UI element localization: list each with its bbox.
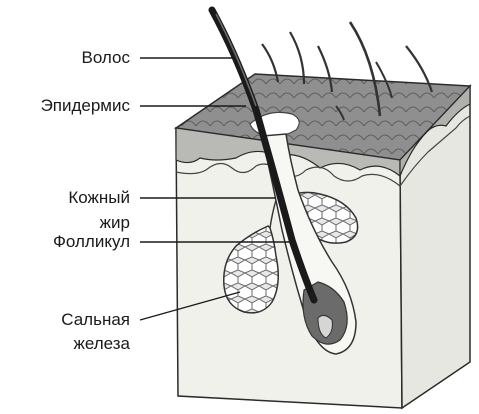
label-hair: Волос bbox=[40, 48, 130, 68]
label-follicle: Фолликул bbox=[20, 232, 130, 252]
label-skin-fat-line2: жир bbox=[20, 213, 130, 233]
label-gland-line1: Сальная bbox=[20, 310, 130, 330]
label-skin-fat-line1: Кожный bbox=[20, 188, 130, 208]
label-gland-line2: железа bbox=[20, 334, 130, 354]
label-epidermis: Эпидермис bbox=[0, 96, 130, 116]
